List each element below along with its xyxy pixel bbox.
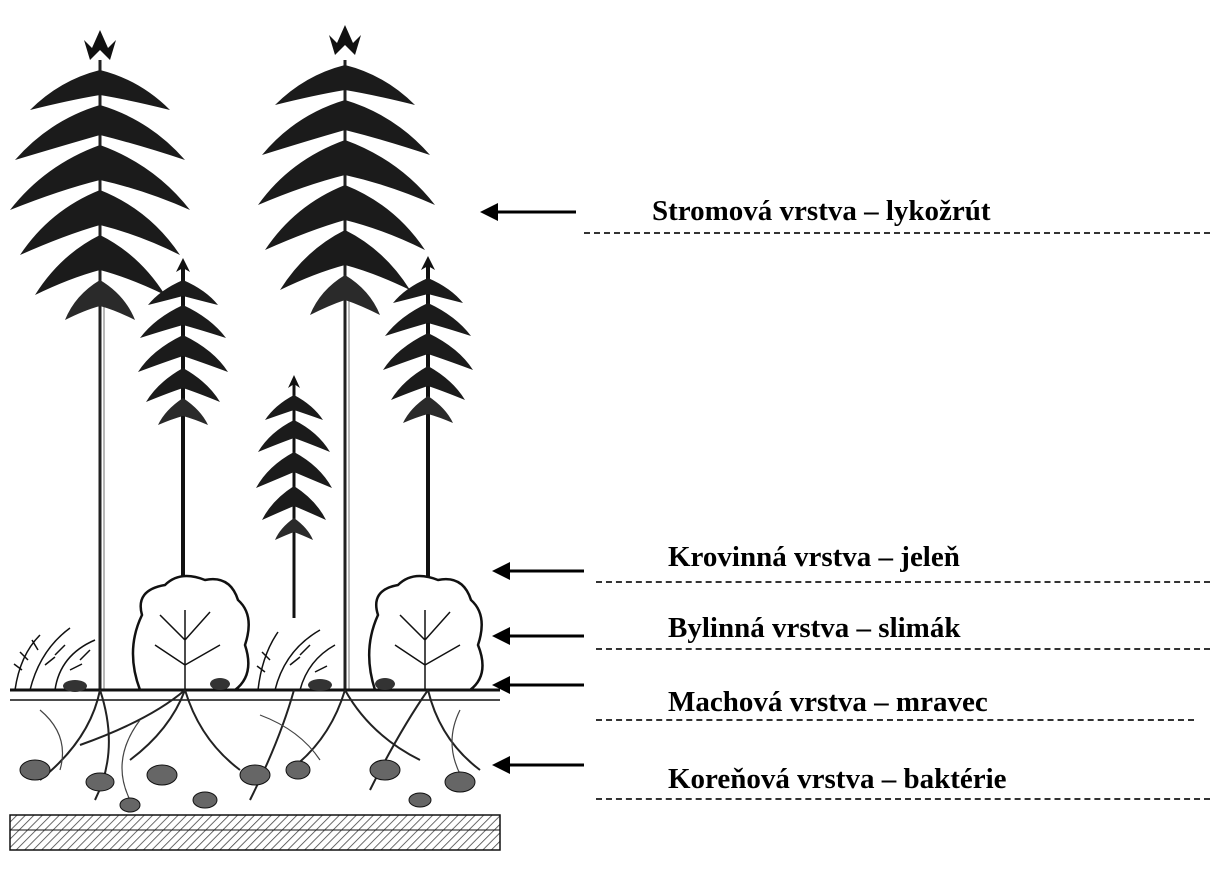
label-korenova-vrstva: Koreňová vrstva – baktérie: [668, 765, 1007, 794]
medium-spruce-left: [138, 258, 228, 580]
arrow-left-icon: [480, 202, 576, 222]
dashed-line-machova: [596, 719, 1194, 721]
label-bylinna-vrstva: Bylinná vrstva – slimák: [668, 614, 960, 643]
arrow-left-icon: [492, 675, 584, 695]
dashed-line-krovinna: [596, 581, 1210, 583]
dashed-line-stromova: [584, 232, 1210, 234]
forest-illustration: [0, 0, 520, 869]
arrow-left-icon: [492, 626, 584, 646]
label-machova-vrstva: Machová vrstva – mravec: [668, 688, 988, 717]
medium-spruce-right: [383, 256, 473, 580]
fern-left: [14, 628, 95, 690]
dashed-line-korenova: [596, 798, 1210, 800]
young-spruce: [256, 375, 332, 618]
label-krovinna-vrstva: Krovinná vrstva – jeleň: [668, 543, 960, 572]
label-stromova-vrstva: Stromová vrstva – lykožrút: [652, 197, 991, 226]
shrub-right: [369, 576, 482, 690]
soil-root-layer: [10, 690, 500, 850]
dashed-line-bylinna: [596, 648, 1210, 650]
arrow-left-icon: [492, 755, 584, 775]
shrub-left: [133, 576, 249, 690]
arrow-left-icon: [492, 561, 584, 581]
